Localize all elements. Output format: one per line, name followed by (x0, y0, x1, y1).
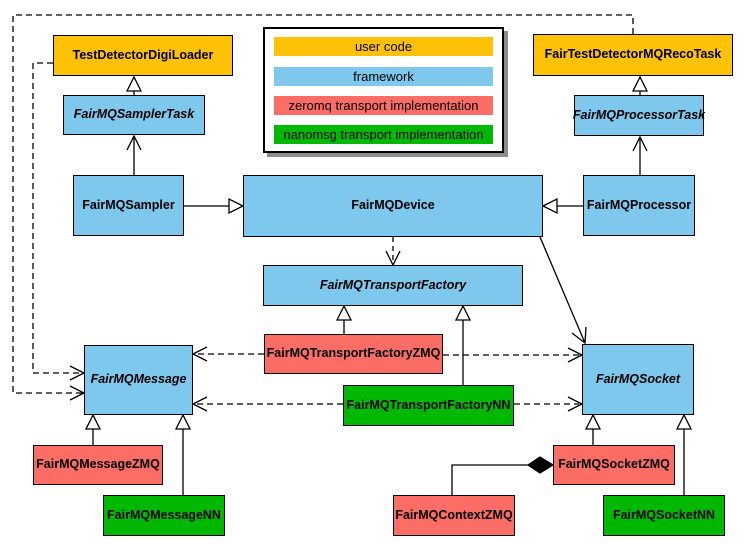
edge-device-to-transportfactory (385, 237, 401, 267)
class-box-testdetectordigiloader: TestDetectorDigiLoader (53, 35, 233, 76)
class-label: FairTestDetectorMQRecoTask (544, 47, 722, 62)
class-label: FairMQProcessor (586, 197, 692, 212)
legend-label: nanomsg transport implementation (283, 127, 484, 142)
class-label: FairMQSampler (82, 197, 175, 212)
edge-processortask-to-recotask (631, 75, 649, 95)
class-box-fairmqcontextzmq: FairMQContextZMQ (393, 495, 515, 536)
class-label: FairMQTransportFactoryZMQ (266, 346, 441, 361)
class-box-fairmqtransportfactory: FairMQTransportFactory (263, 265, 523, 306)
class-box-fairmqtransportfactoryzmq: FairMQTransportFactoryZMQ (264, 334, 443, 374)
class-box-fairmqsocketnn: FairMQSocketNN (603, 495, 725, 536)
edge-device-to-socket (539, 236, 587, 345)
legend-label: framework (353, 69, 414, 84)
edge-messagezmq-to-message (84, 413, 102, 445)
edge-processor-to-device (541, 197, 583, 215)
legend-label: zeromq transport implementation (288, 98, 479, 113)
class-label: FairMQSocketZMQ (558, 457, 670, 472)
class-box-fairmqsamplertask: FairMQSamplerTask (63, 95, 205, 135)
class-box-fairmqmessagezmq: FairMQMessageZMQ (33, 445, 163, 485)
class-label: FairMQSocket (595, 371, 681, 386)
class-box-fairmqsocket: FairMQSocket (582, 344, 694, 415)
edge-sampler-to-samplertask (126, 134, 142, 175)
class-box-fairmqtransportfactorynn: FairMQTransportFactoryNN (343, 385, 514, 426)
class-label: FairMQSamplerTask (73, 107, 195, 122)
class-box-fairmqdevice: FairMQDevice (243, 175, 543, 237)
class-box-fairmqmessagenn: FairMQMessageNN (103, 495, 225, 536)
class-label: FairMQTransportFactoryNN (346, 397, 511, 412)
legend: user code framework zeromq transport imp… (263, 27, 504, 153)
class-label: FairMQMessageZMQ (36, 457, 160, 472)
edge-tfzmq-to-message (191, 346, 264, 362)
edge-samplertask-to-digiloader (125, 75, 143, 95)
class-box-fairtestdetectormqrecotask: FairTestDetectorMQRecoTask (533, 34, 733, 76)
edge-tfnn-to-transportfactory (454, 304, 472, 385)
class-label: FairMQDevice (351, 198, 435, 213)
class-label: FairMQTransportFactory (319, 277, 467, 292)
class-label: FairMQProcessorTask (572, 107, 706, 122)
class-box-fairmqsocketzmq: FairMQSocketZMQ (553, 445, 675, 485)
edge-tfnn-to-socket (514, 396, 584, 412)
edge-tfnn-to-message (191, 396, 343, 412)
class-box-fairmqmessage: FairMQMessage (84, 345, 193, 415)
class-label: FairMQMessageNN (107, 507, 221, 522)
edge-messagenn-to-message (174, 413, 192, 495)
class-label: FairMQContextZMQ (395, 507, 513, 522)
edge-sampler-to-device (184, 197, 245, 215)
class-label: TestDetectorDigiLoader (72, 47, 214, 62)
class-box-fairmqprocessor: FairMQProcessor (583, 175, 695, 236)
edge-socketzmq-to-socket (584, 413, 602, 445)
legend-item-user-code: user code (274, 37, 493, 56)
edge-socketnn-to-socket (675, 413, 693, 495)
class-label: FairMQMessage (90, 372, 187, 387)
edge-processor-to-processortask (632, 135, 648, 175)
class-box-fairmqprocessortask: FairMQProcessorTask (572, 95, 706, 136)
legend-label: user code (354, 39, 413, 54)
legend-item-framework: framework (274, 67, 493, 86)
edge-tfzmq-to-transportfactory (335, 304, 353, 334)
edge-tfzmq-to-socket (443, 347, 584, 363)
class-label: FairMQSocketNN (612, 507, 716, 522)
class-box-fairmqsampler: FairMQSampler (73, 175, 184, 236)
legend-item-nanomsg: nanomsg transport implementation (274, 125, 493, 144)
edge-socketzmq-owns-contextzmq (451, 456, 555, 495)
legend-item-zeromq: zeromq transport implementation (274, 96, 493, 115)
